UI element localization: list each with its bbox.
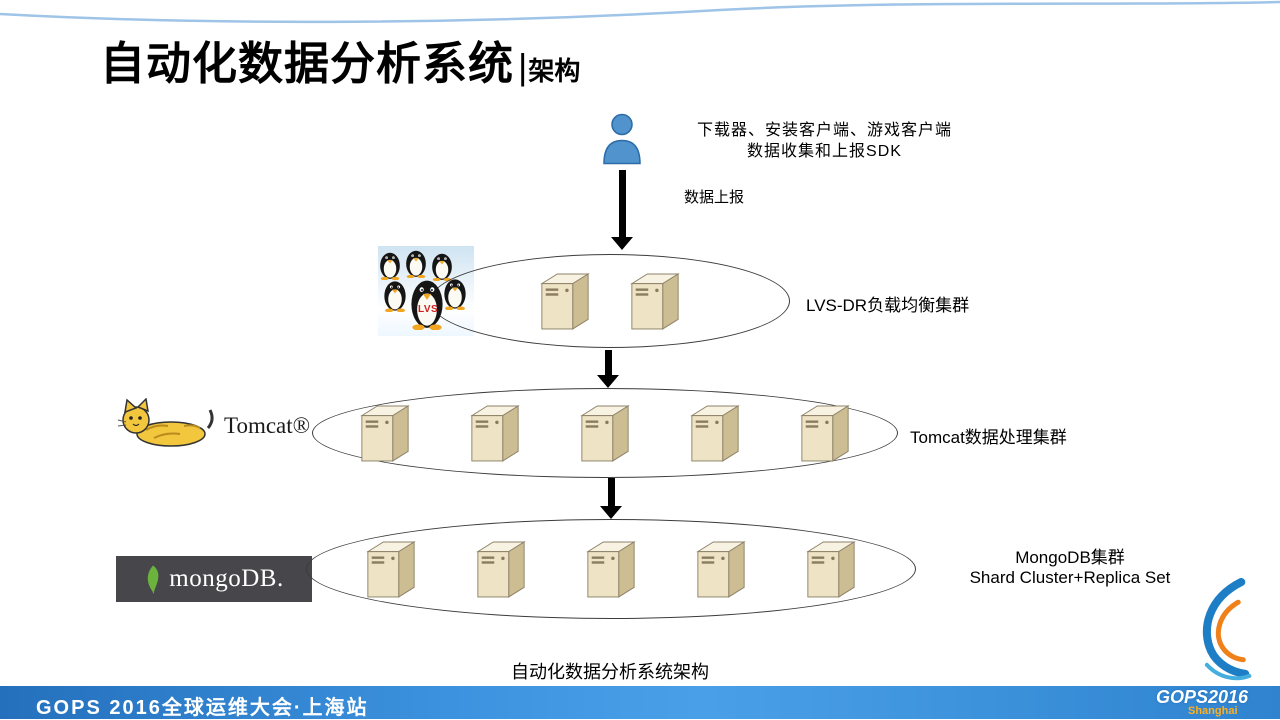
mongodb-cluster-label: MongoDB集群 Shard Cluster+Replica Set: [930, 548, 1210, 588]
title-divider: |: [518, 46, 528, 88]
server-icon: [538, 269, 592, 333]
footer-bar: GOPS 2016全球运维大会·上海站: [0, 686, 1280, 719]
mongodb-leaf-icon: [148, 565, 159, 594]
tomcat-logo: Tomcat®: [116, 398, 310, 453]
penguin-icon: [408, 272, 446, 330]
server-icon: [688, 401, 742, 465]
gops-logo-title: GOPS2016: [1156, 687, 1249, 707]
arrow-stem: [607, 478, 615, 506]
penguin-icon: [378, 248, 402, 280]
top-decorative-wave: [0, 0, 1280, 24]
server-icon: [798, 401, 852, 465]
arrow-head: [597, 375, 619, 388]
server-icon: [804, 537, 858, 601]
title-text: 自动化数据分析系统: [100, 38, 515, 89]
source-line1: 下载器、安装客户端、游戏客户端: [696, 122, 952, 139]
tomcat-cluster-ellipse: [312, 388, 898, 478]
server-icon: [578, 401, 632, 465]
tomcat-cluster-label: Tomcat数据处理集群: [910, 428, 1067, 447]
gops-logo-swirl-icon: [1202, 578, 1252, 681]
mongodb-label-line1: MongoDB集群: [1015, 548, 1125, 567]
penguin-icon: [382, 276, 408, 312]
penguin-icon: [404, 246, 428, 278]
footer-conference-title: GOPS 2016全球运维大会·上海站: [36, 697, 369, 719]
tomcat-cat-icon: [117, 398, 214, 447]
arrow-stem: [604, 350, 612, 375]
arrow-head: [600, 506, 622, 519]
arrow-down-lvs-to-tomcat: [597, 350, 619, 388]
mongodb-label-line2: Shard Cluster+Replica Set: [969, 568, 1171, 587]
server-icon: [584, 537, 638, 601]
server-icon: [358, 401, 412, 465]
diagram-caption: 自动化数据分析系统架构: [511, 662, 709, 682]
arrow-down-tomcat-to-mongo: [600, 478, 622, 519]
arrow-stem: [618, 170, 626, 237]
server-icon: [628, 269, 682, 333]
source-line2: 数据收集和上报SDK: [747, 143, 902, 160]
server-icon: [364, 537, 418, 601]
arrow-label: 数据上报: [684, 189, 745, 206]
arrow-down-report: [611, 170, 633, 250]
user-icon: [603, 113, 641, 165]
title-subtitle: 架构: [528, 55, 581, 86]
lvs-cluster-label: LVS-DR负载均衡集群: [806, 296, 970, 315]
source-description: 下载器、安装客户端、游戏客户端 数据收集和上报SDK: [652, 120, 997, 162]
page-title: 自动化数据分析系统 | 架构: [100, 38, 581, 89]
penguin-icon: [430, 249, 454, 281]
arrow-head: [611, 237, 633, 250]
server-icon: [694, 537, 748, 601]
tomcat-logo-text: Tomcat®: [224, 412, 311, 438]
mongodb-cluster-ellipse: [306, 519, 916, 619]
mongodb-logo-text: mongoDB.: [169, 565, 284, 592]
gops-logo-subtitle: Shanghai: [1188, 705, 1238, 717]
server-icon: [474, 537, 528, 601]
lvs-cluster-ellipse: [430, 254, 790, 348]
lvs-badge: LVS: [418, 304, 439, 315]
server-icon: [468, 401, 522, 465]
mongodb-logo: mongoDB.: [116, 556, 312, 602]
